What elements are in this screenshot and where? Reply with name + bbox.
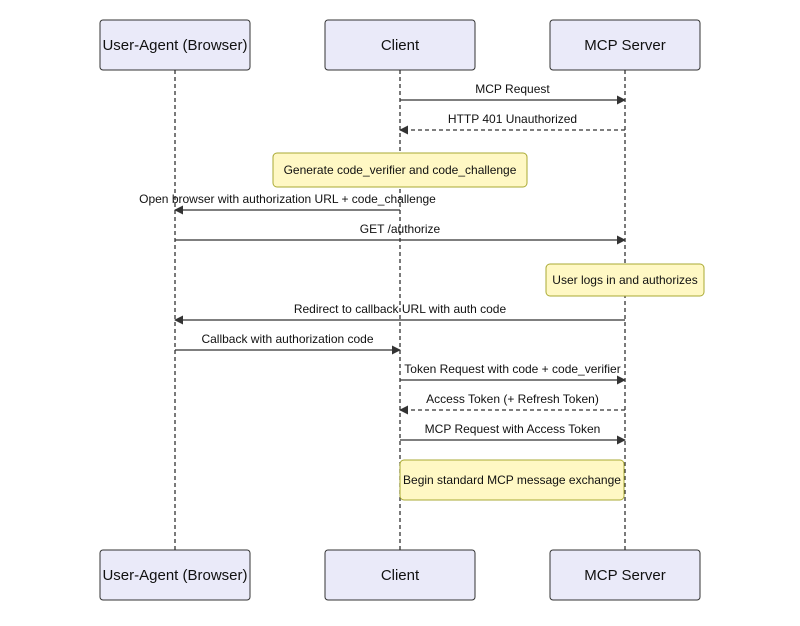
actor-client-top: Client — [324, 19, 476, 71]
actor-label: MCP Server — [584, 37, 665, 54]
message-label: GET /authorize — [360, 222, 441, 236]
actor-label: Client — [381, 37, 420, 54]
actor-box — [99, 549, 251, 601]
actor-label: MCP Server — [584, 567, 665, 584]
actor-client-bottom: Client — [324, 549, 476, 601]
actor-box — [324, 549, 476, 601]
actor-label: Client — [381, 567, 420, 584]
message-label: Token Request with code + code_verifier — [404, 362, 620, 376]
message: Open browser with authorization URL + co… — [139, 192, 436, 215]
message: Token Request with code + code_verifier — [400, 362, 626, 385]
message: HTTP 401 Unauthorized — [399, 112, 625, 135]
note: Generate code_verifier and code_challeng… — [272, 152, 528, 188]
message: Redirect to callback URL with auth code — [174, 302, 625, 325]
message: GET /authorize — [175, 222, 626, 245]
message-label: MCP Request with Access Token — [425, 422, 601, 436]
message-label: Redirect to callback URL with auth code — [294, 302, 507, 316]
message-label: Open browser with authorization URL + co… — [139, 192, 436, 206]
actor-server-top: MCP Server — [549, 19, 701, 71]
message: Callback with authorization code — [175, 332, 401, 355]
note-box — [272, 152, 528, 188]
note-box — [399, 459, 625, 501]
actor-ua-top: User-Agent (Browser) — [99, 19, 251, 71]
note: Begin standard MCP message exchange — [399, 459, 625, 501]
message-label: MCP Request — [475, 82, 550, 96]
note: User logs in and authorizes — [545, 263, 705, 297]
message: MCP Request with Access Token — [400, 422, 626, 445]
note-text: Generate code_verifier and code_challeng… — [284, 163, 517, 177]
message-label: Access Token (+ Refresh Token) — [426, 392, 599, 406]
note-text: Begin standard MCP message exchange — [403, 473, 621, 487]
actor-label: User-Agent (Browser) — [102, 37, 247, 54]
note-box — [545, 263, 705, 297]
note-text: User logs in and authorizes — [552, 273, 697, 287]
actor-server-bottom: MCP Server — [549, 549, 701, 601]
actor-ua-bottom: User-Agent (Browser) — [99, 549, 251, 601]
message: MCP Request — [400, 82, 626, 105]
message: Access Token (+ Refresh Token) — [399, 392, 625, 415]
message-label: Callback with authorization code — [201, 332, 373, 346]
actor-box — [549, 549, 701, 601]
actor-box — [549, 19, 701, 71]
message-label: HTTP 401 Unauthorized — [448, 112, 577, 126]
actor-label: User-Agent (Browser) — [102, 567, 247, 584]
actor-box — [324, 19, 476, 71]
actor-box — [99, 19, 251, 71]
